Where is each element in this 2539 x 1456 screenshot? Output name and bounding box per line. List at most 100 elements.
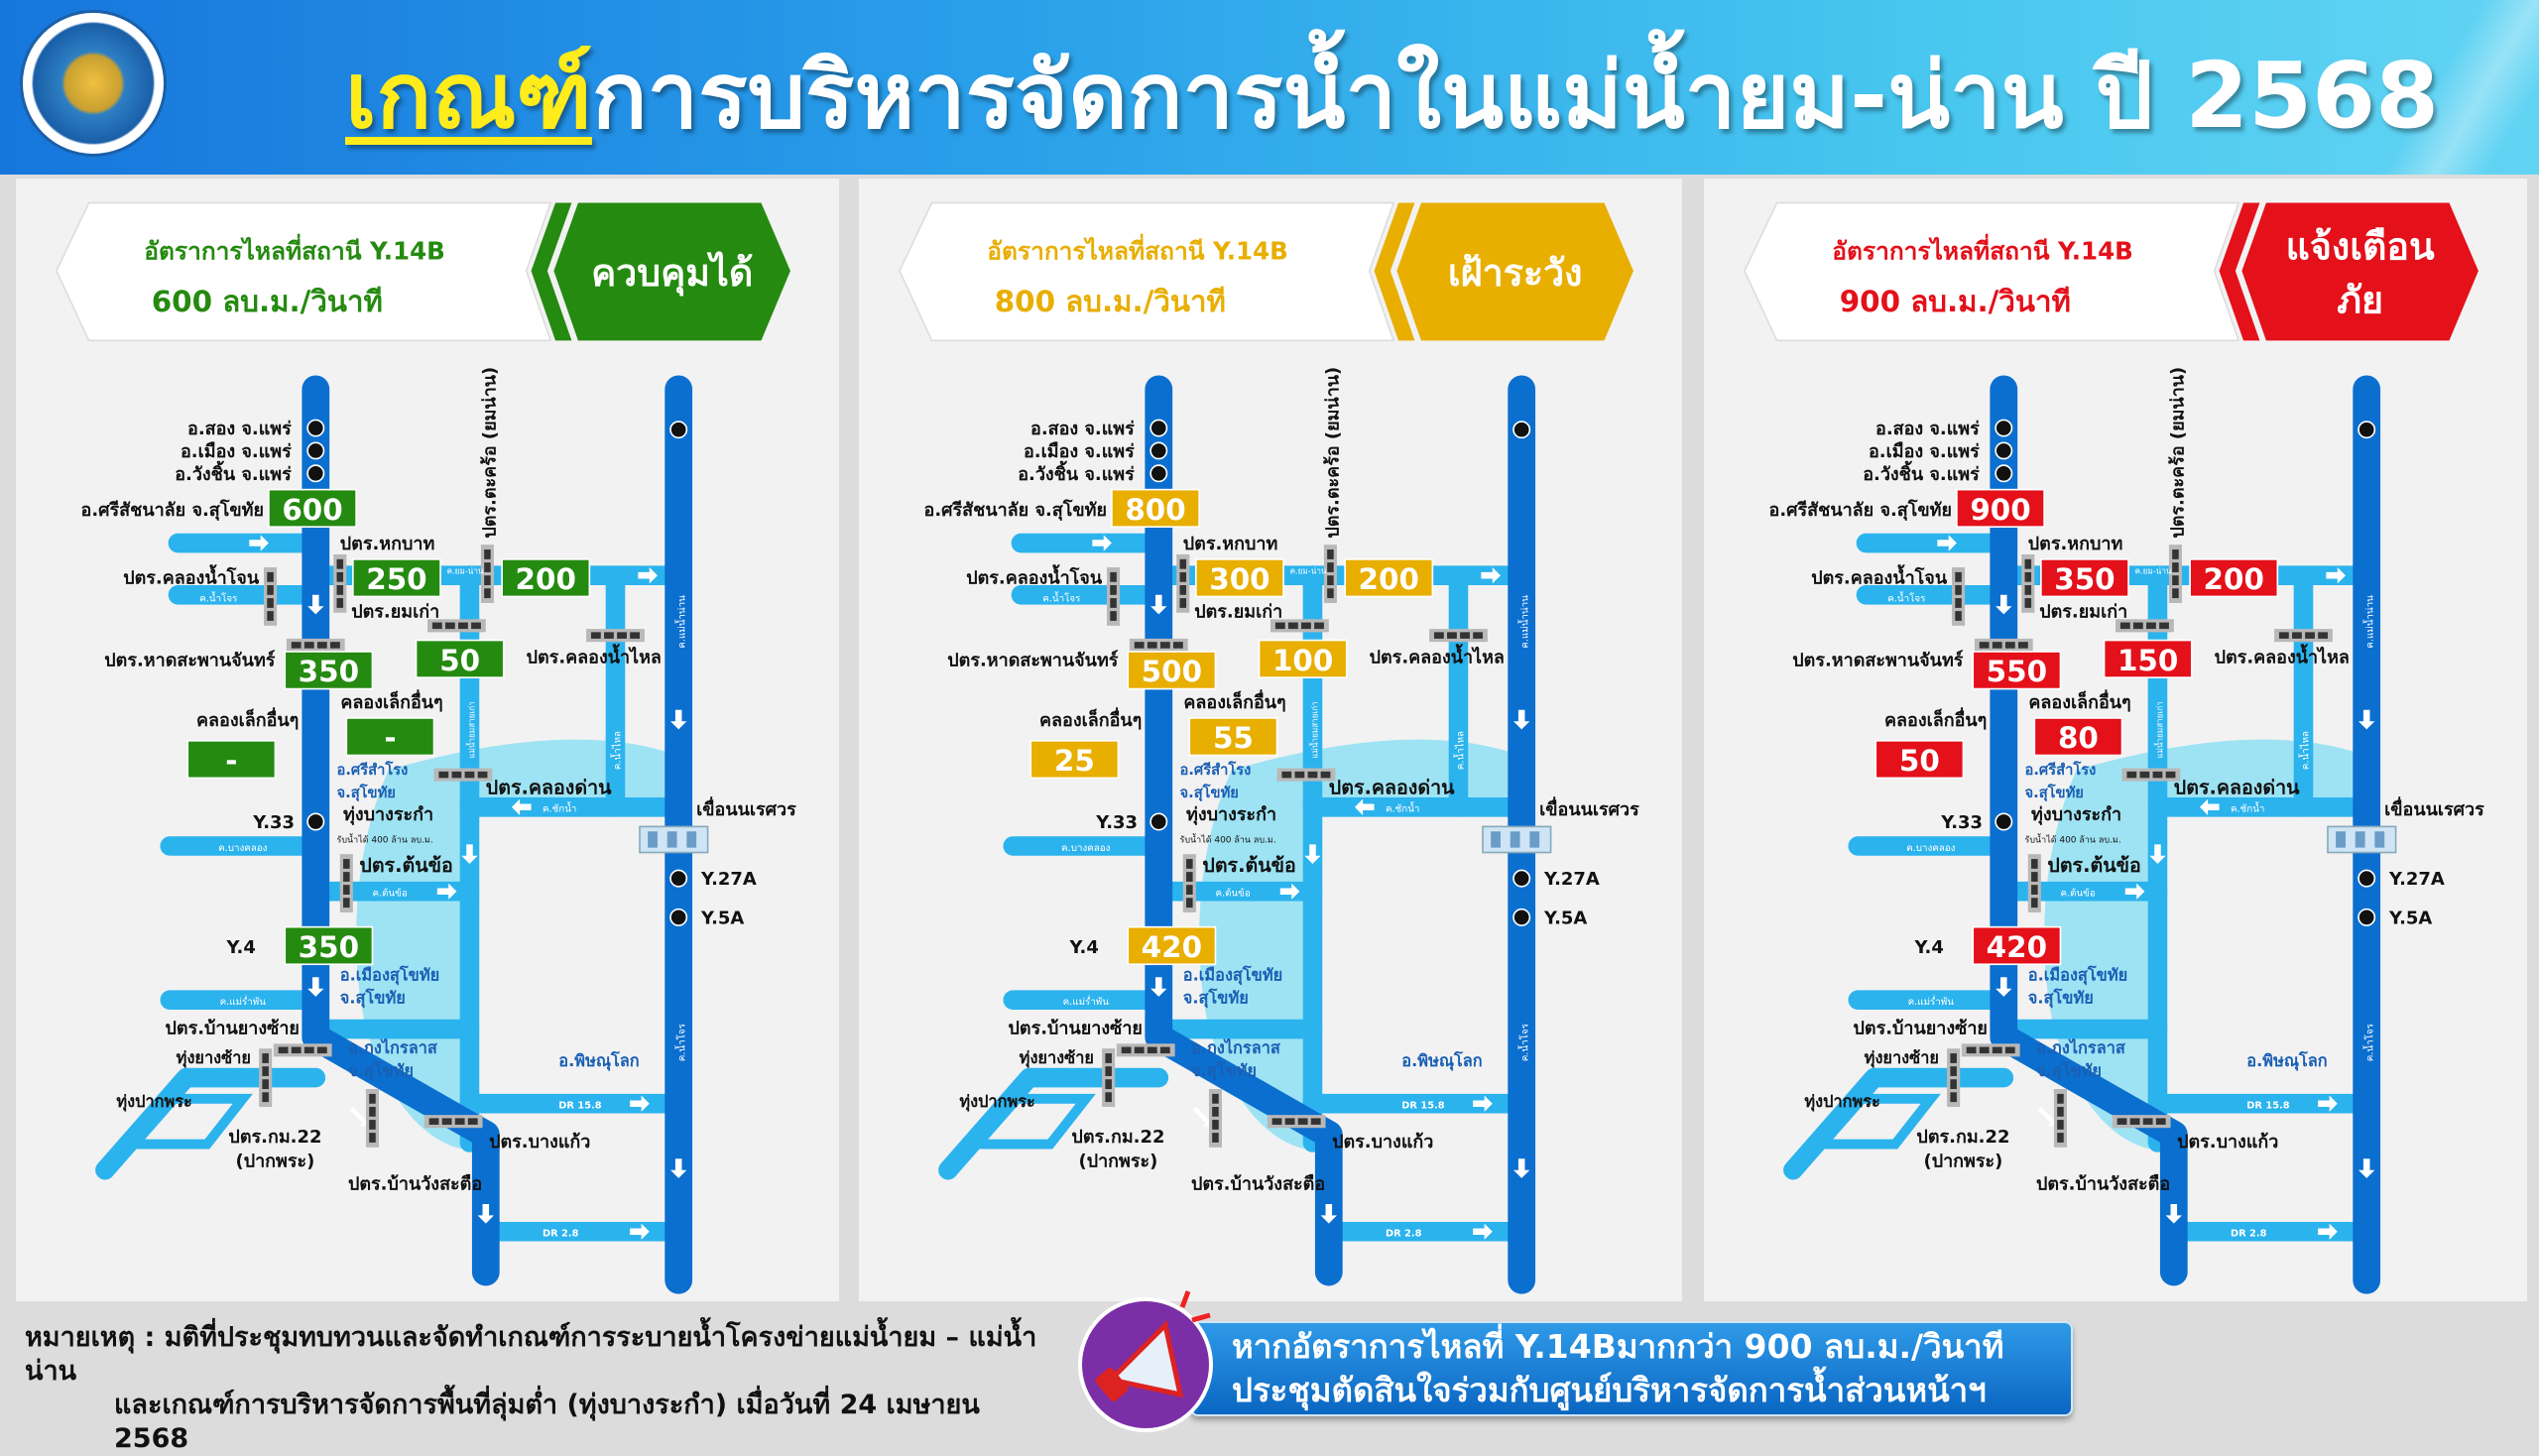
- gate-icon: [286, 638, 345, 652]
- box-hat-saphan-chan-value: 500: [1142, 655, 1202, 688]
- label-k-bang-khlong: ค.บางคลอง: [218, 843, 268, 854]
- thung-pak-phra-canal: [1812, 1093, 1941, 1150]
- label-song: อ.สอง จ.แพร่: [187, 419, 292, 439]
- station-label: อัตราการไหลที่สถานี Y.14B: [1832, 234, 2133, 266]
- label-y27a: Y.27A: [1543, 869, 1600, 890]
- label-k-mae-nam-nan: ค.แม่น้ำน่าน: [2362, 595, 2376, 649]
- flow-arrow-icon: [1354, 798, 1375, 815]
- flow-arrow-icon: [1150, 594, 1167, 615]
- flow-arrow-icon: [630, 1095, 650, 1112]
- label-yom-kao: ปตร.ยมเก่า: [2039, 602, 2127, 623]
- label-sisatchanalai: อ.ศรีสัชนาลัย จ.สุโขทัย: [1769, 499, 1952, 521]
- box-other-right-value: 55: [1213, 721, 1254, 755]
- label-yom-old: แม่น้ำยมสายเก่า: [465, 701, 476, 759]
- label-sisamrong-province: จ.สุโขทัย: [1180, 783, 1239, 801]
- gate-icon: [339, 854, 353, 912]
- label-thung-pak-phra: ทุ่งปากพระ: [116, 1092, 191, 1112]
- station-marker-icon: [669, 421, 688, 439]
- gate-icon: [1208, 1089, 1222, 1148]
- label-k-mae-nam-nan: ค.แม่น้ำน่าน: [1517, 595, 1531, 649]
- label-y5a: Y.5A: [700, 908, 744, 928]
- flow-arrow-icon: [477, 1203, 494, 1224]
- gate-icon: [1176, 553, 1190, 613]
- label-sisamrong-province: จ.สุโขทัย: [337, 783, 396, 801]
- box-other-left: 25: [1029, 740, 1120, 780]
- label-mueang-phrae: อ.เมือง จ.แพร่: [1869, 441, 1980, 462]
- label-km22: ปตร.กม.22: [1071, 1127, 1164, 1148]
- label-capacity: รับน้ำได้ 400 ล้าน ลบ.ม.: [2025, 833, 2121, 846]
- flow-arrow-icon: [349, 1106, 370, 1127]
- label-k-nam-lai: ค.น้ำไหล: [609, 731, 623, 770]
- label-kong-krailat: อ.กงไกรลาส: [2036, 1037, 2126, 1057]
- gate-icon: [333, 553, 347, 613]
- gate-icon: [480, 545, 494, 603]
- station-marker-icon: [1512, 869, 1531, 888]
- station-marker-icon: [1995, 441, 2013, 460]
- flow-arrow-icon: [1320, 1203, 1337, 1224]
- station-marker-icon: [2358, 421, 2376, 439]
- label-y33: Y.33: [1940, 812, 1983, 833]
- box-yom-kao: 50: [415, 639, 505, 678]
- label-bang-kaeo: ปตร.บางแก้ว: [2177, 1132, 2278, 1153]
- callout-banner: หากอัตราการไหลที่ Y.14Bมากกว่า 900 ลบ.ม.…: [1190, 1321, 2073, 1416]
- gate-icon: [1952, 567, 1966, 626]
- label-k-chak-nam: ค.ชักน้ำ: [2231, 801, 2264, 815]
- label-sisamrong: อ.ศรีสำโรง: [2025, 760, 2097, 779]
- label-mueang-sukhothai: อ.เมืองสุโขทัย: [340, 965, 439, 986]
- box-hokbat-value: 350: [2054, 562, 2115, 596]
- label-ban-wang-satue: ปตร.บ้านวังสะตือ: [2036, 1173, 2170, 1194]
- box-sisatchanalai-value: 900: [1970, 493, 2030, 527]
- station-marker-icon: [1995, 812, 2013, 831]
- label-mueang-phrae: อ.เมือง จ.แพร่: [181, 441, 292, 462]
- label-y4: Y.4: [1914, 937, 1944, 958]
- station-label: อัตราการไหลที่สถานี Y.14B: [987, 234, 1288, 266]
- flow-arrow-icon: [2124, 883, 2145, 900]
- label-y5a: Y.5A: [2388, 908, 2432, 928]
- box-y4-value: 420: [1142, 930, 1202, 964]
- box-takhro-value: 200: [1359, 562, 1419, 596]
- station-marker-icon: [306, 419, 325, 437]
- label-song: อ.สอง จ.แพร่: [1875, 419, 1980, 439]
- label-thung-pak-phra: ทุ่งปากพระ: [959, 1092, 1034, 1112]
- station-marker-icon: [1149, 419, 1168, 437]
- gate-icon: [1323, 545, 1337, 603]
- label-bang-kaeo: ปตร.บางแก้ว: [489, 1132, 590, 1153]
- gate-icon: [273, 1043, 332, 1057]
- label-other-canals-right: คลองเล็กอื่นๆ: [2028, 689, 2130, 713]
- station-marker-icon: [1995, 419, 2013, 437]
- gate-icon: [2021, 553, 2035, 613]
- gate-icon: [1429, 629, 1488, 643]
- flow-arrow-icon: [436, 883, 457, 900]
- label-k-ton-kho: ค.ต้นข้อ: [1215, 889, 1250, 900]
- label-ban-yang-sai: ปตร.บ้านยางซ้าย: [1854, 1018, 1988, 1038]
- label-kong-krailat-province: จ.สุโขทัย: [2036, 1060, 2102, 1081]
- label-takhro: ปตร.ตะคร้อ (ยมน่าน): [1323, 367, 1344, 539]
- flow-arrow-icon: [1473, 1223, 1493, 1240]
- gate-icon: [264, 567, 278, 626]
- box-takhro: 200: [501, 558, 591, 598]
- yom-river: [302, 375, 500, 1286]
- label-thung-bang-rakam: ทุ่งบางระกำ: [2031, 804, 2121, 825]
- flow-arrow-icon: [1304, 844, 1321, 864]
- box-other-left-value: 25: [1054, 744, 1095, 778]
- flow-arrow-icon: [307, 977, 324, 997]
- box-yom-kao: 150: [2103, 639, 2193, 678]
- flow-arrow-icon: [249, 535, 269, 551]
- box-sisatchanalai: 600: [268, 488, 357, 529]
- flow-arrow-icon: [1513, 1158, 1530, 1178]
- label-yom-kao: ปตร.ยมเก่า: [1194, 602, 1282, 623]
- box-yom-kao-value: 150: [2117, 644, 2178, 677]
- naresuan-dam-icon: [1482, 825, 1552, 854]
- label-naresuan-dam: เขื่อนนเรศวร: [2384, 796, 2484, 820]
- label-thung-yang-sai: ทุ่งยางซ้าย: [1020, 1048, 1094, 1068]
- callout-line-2: ประชุมตัดสินใจร่วมกับศูนย์บริหารจัดการน้…: [1232, 1371, 1987, 1409]
- label-k-nam-lai: ค.น้ำไหล: [2297, 731, 2311, 770]
- water-network-diagram: อัตราการไหลที่สถานี Y.14B 800 ลบ.ม./วินาท…: [899, 201, 1639, 1294]
- tag-stripe: [1374, 202, 1415, 341]
- label-khlong-dan: ปตร.คลองด่าน: [486, 777, 612, 799]
- label-mueang-sukhothai-province: จ.สุโขทัย: [1183, 987, 1249, 1008]
- flow-threshold: 800 ลบ.ม./วินาที: [995, 285, 1226, 318]
- label-phitsanulok: อ.พิษณุโลก: [2246, 1050, 2327, 1071]
- station-marker-icon: [1149, 441, 1168, 460]
